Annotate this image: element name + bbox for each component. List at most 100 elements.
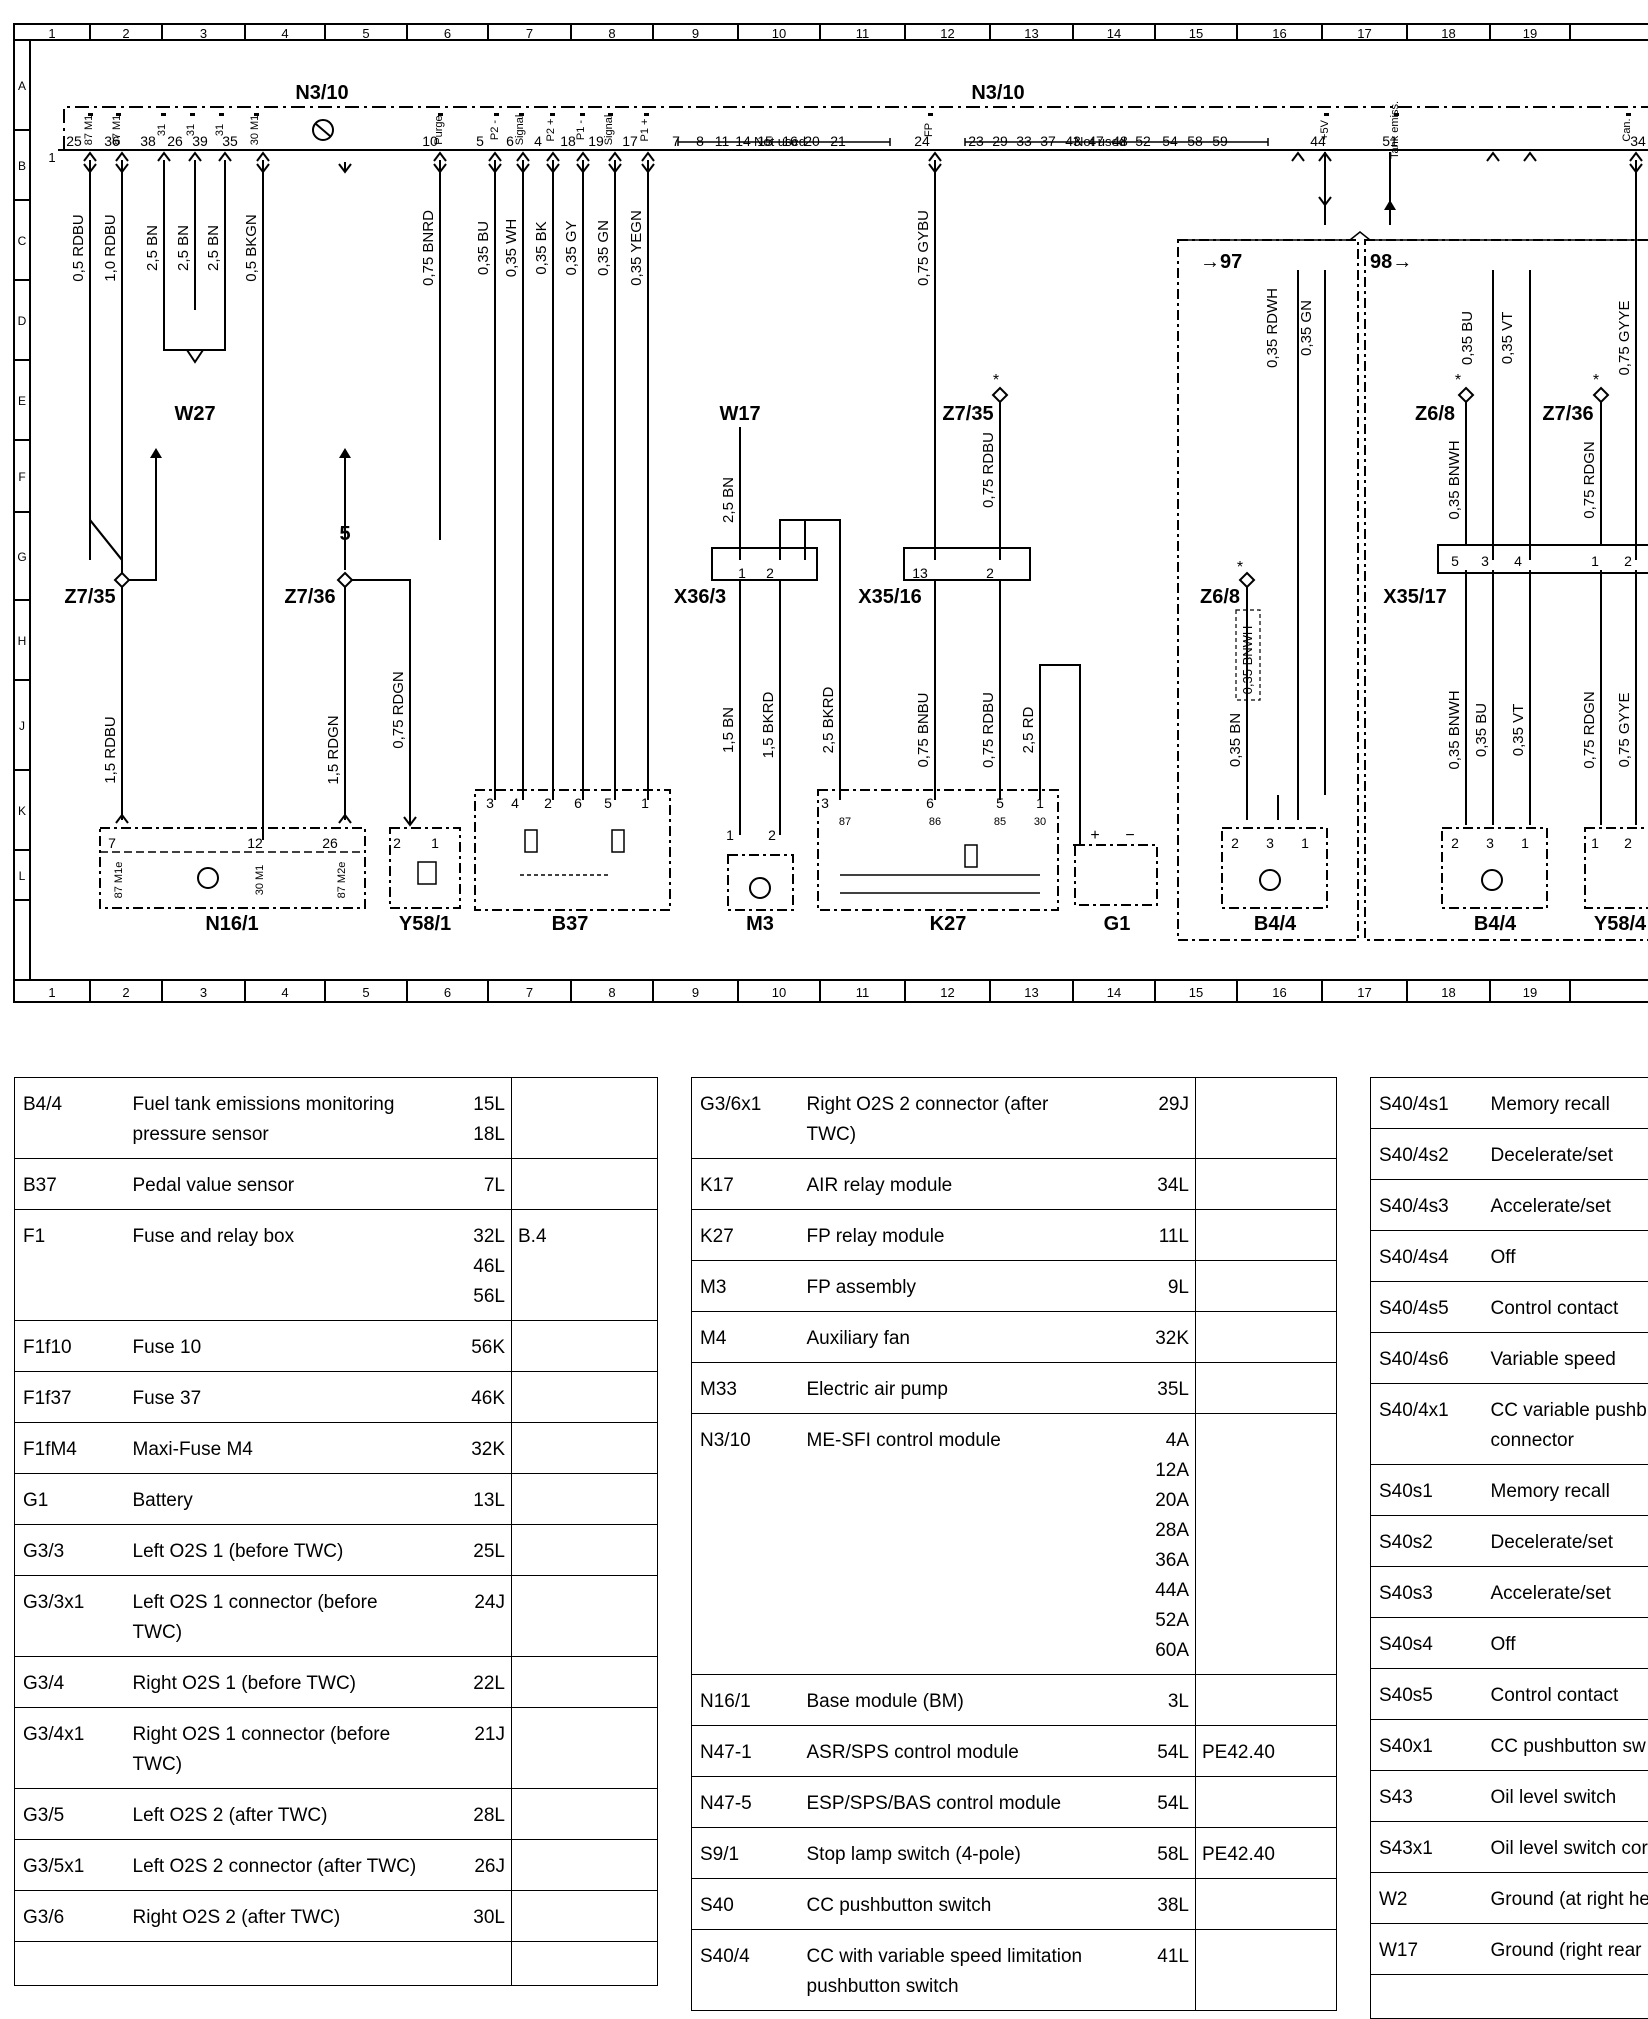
grid-location-line: 7L xyxy=(443,1171,506,1201)
component-description-line: Decelerate/set xyxy=(1491,1528,1648,1558)
wire-label: 2,5 BN xyxy=(175,225,192,271)
component-code: S40s4 xyxy=(1371,1618,1483,1669)
pin-label: 86 xyxy=(929,816,941,828)
module-pin-number: 33 xyxy=(1016,133,1032,149)
ref-5: 5 xyxy=(339,523,350,545)
pin-number: 4 xyxy=(511,795,519,811)
component-code: S40/4s1 xyxy=(1371,1078,1483,1129)
table-row xyxy=(1371,1975,1648,2019)
grid-col-label: 13 xyxy=(1024,26,1038,41)
pin-tab xyxy=(161,113,166,116)
pin-number: 2 xyxy=(1624,553,1632,569)
grid-location-line: 15L xyxy=(443,1090,506,1120)
ref-98: 98→ xyxy=(1370,251,1412,273)
grid-col-label: 11 xyxy=(856,985,870,1000)
module-pin-number: 37 xyxy=(1040,133,1056,149)
pin-number: 7 xyxy=(108,835,116,851)
component-description: Fuse 37 xyxy=(125,1372,437,1423)
wiring-diagram: 1122334455667788991010111112121313141415… xyxy=(0,0,1648,1010)
pin-number: 5 xyxy=(1451,553,1459,569)
component-code: G3/3 xyxy=(15,1525,125,1576)
wire-label: 0,75 RDGN xyxy=(1581,691,1598,769)
wire-label: 0,35 BK xyxy=(533,221,550,274)
pin-number: 12 xyxy=(247,835,263,851)
pin-number: + xyxy=(1090,827,1099,844)
grid-location: 28L xyxy=(437,1789,512,1840)
component-code xyxy=(15,1942,125,1986)
component-code: F1fM4 xyxy=(15,1423,125,1474)
connector-x36-3 xyxy=(712,548,817,580)
component-description: Left O2S 2 (after TWC) xyxy=(125,1789,437,1840)
wire-label: 0,35 WH xyxy=(503,219,520,277)
cross-reference xyxy=(512,1789,658,1840)
module-pin-number: 23 xyxy=(968,133,984,149)
module-pin-label: Signal xyxy=(603,115,615,146)
component-description: AIR relay module xyxy=(799,1159,1116,1210)
component-description: Decelerate/set xyxy=(1483,1516,1648,1567)
wire-label: 1,5 RDBU xyxy=(102,716,119,784)
component-description: Oil level switch xyxy=(1483,1771,1648,1822)
pin-number: 1 xyxy=(1301,835,1309,851)
grid-location-line: 54L xyxy=(1122,1738,1190,1768)
component-description-line: Stop lamp switch (4-pole) xyxy=(807,1840,1108,1870)
component-description-line: Ground (at right he xyxy=(1491,1885,1648,1915)
wire-arrow xyxy=(577,162,589,172)
grid-location-line: 21J xyxy=(443,1720,506,1750)
component-description xyxy=(1483,1975,1648,2019)
grid-location: 41L xyxy=(1116,1930,1196,2011)
splice-z6-8b xyxy=(1459,388,1473,402)
component-code: S43 xyxy=(1371,1771,1483,1822)
label-y58-4: Y58/4 xyxy=(1594,913,1647,935)
label-y58-1: Y58/1 xyxy=(399,913,451,935)
module-pin-arrow xyxy=(489,153,501,161)
grid-location: 54L xyxy=(1116,1777,1196,1828)
grid-location: 22L xyxy=(437,1657,512,1708)
component-description-line: Decelerate/set xyxy=(1491,1141,1648,1171)
grid-location: 11L xyxy=(1116,1210,1196,1261)
pin-tab xyxy=(550,113,555,116)
pin-number: 5 xyxy=(996,795,1004,811)
label-b4-4b: B4/4 xyxy=(1474,913,1517,935)
module-pin-arrow xyxy=(609,153,621,161)
component-description-line: Right O2S 1 connector (before xyxy=(133,1720,429,1750)
component-g1 xyxy=(1075,845,1157,905)
asterisk: * xyxy=(1593,372,1599,389)
grid-col-label: 6 xyxy=(444,26,451,41)
pin-tab xyxy=(219,113,224,116)
component-description: Base module (BM) xyxy=(799,1675,1116,1726)
grid-col-label: 13 xyxy=(1024,985,1038,1000)
module-pin-arrow xyxy=(1292,153,1304,161)
component-description: FP assembly xyxy=(799,1261,1116,1312)
module-pin-number: 14 xyxy=(735,133,751,149)
pin-tab xyxy=(1324,113,1329,116)
grid-location-line: 35L xyxy=(1122,1375,1190,1405)
label-m3: M3 xyxy=(746,913,774,935)
module-pin-number: 18 xyxy=(560,133,576,149)
component-description-line: ESP/SPS/BAS control module xyxy=(807,1789,1108,1819)
cross-reference xyxy=(512,1372,658,1423)
grid-location: 13L xyxy=(437,1474,512,1525)
wire-label: 1,5 BKRD xyxy=(760,691,777,758)
cross-reference xyxy=(1196,1078,1337,1159)
component-description: Ground (at right he xyxy=(1483,1873,1648,1924)
grid-location: 58L xyxy=(1116,1828,1196,1879)
component-description: Oil level switch cor xyxy=(1483,1822,1648,1873)
wire-label: 0,35 YEGN xyxy=(628,210,645,286)
component-description: Left O2S 1 (before TWC) xyxy=(125,1525,437,1576)
cross-reference xyxy=(1196,1675,1337,1726)
component-code: B4/4 xyxy=(15,1078,125,1159)
component-description-line: Fuse 37 xyxy=(133,1384,429,1414)
module-pin-label: Purge xyxy=(433,115,445,144)
pin-label: 30 xyxy=(1034,816,1046,828)
